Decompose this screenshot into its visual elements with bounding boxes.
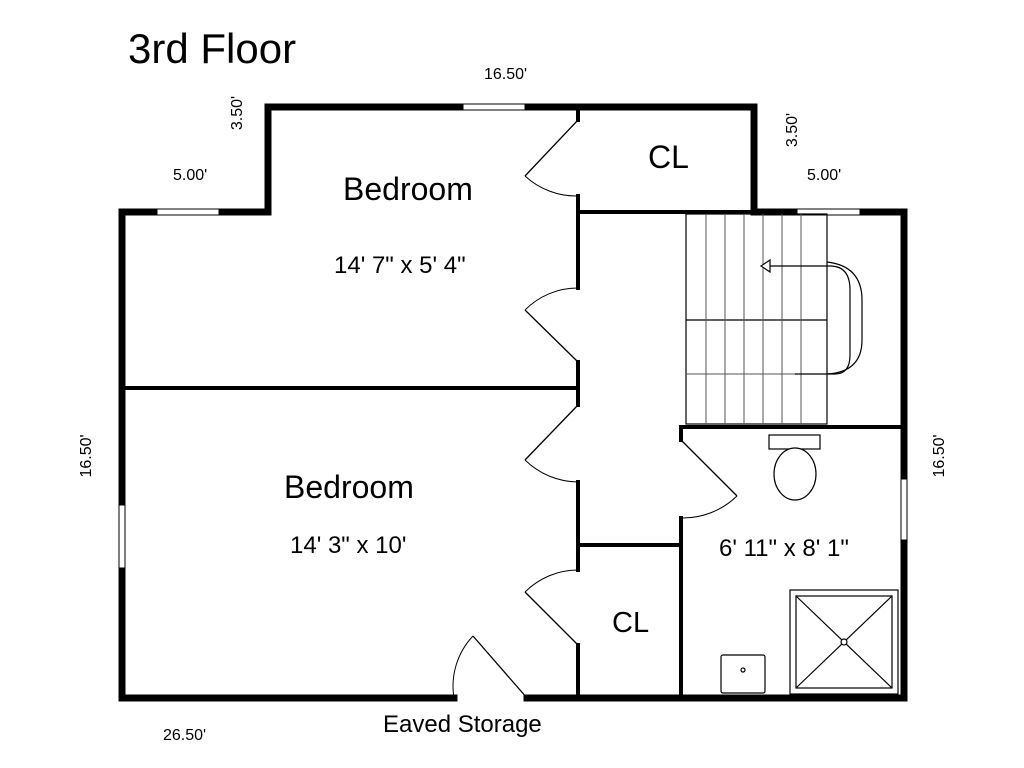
eaved-storage-label: Eaved Storage	[383, 711, 542, 738]
bathroom-fixtures	[720, 434, 899, 695]
door-eaved-storage	[452, 635, 528, 699]
closet-lower-label: CL	[612, 607, 649, 639]
window-right-side	[900, 478, 908, 541]
door-bathroom	[680, 439, 738, 519]
window-left-side	[118, 504, 126, 569]
doors	[452, 119, 738, 699]
bedroom-lower-size: 14' 3" x 10'	[290, 532, 406, 559]
dimension-right-ledge: 5.00'	[807, 167, 841, 184]
dimension-right-side: 16.50'	[931, 434, 948, 477]
door-upper-bedroom	[524, 287, 579, 363]
sink-icon	[720, 654, 766, 694]
exterior-walls	[118, 103, 908, 702]
dimension-top-right-step: 3.50'	[784, 113, 801, 147]
bathroom-size: 6' 11" x 8' 1"	[719, 535, 849, 562]
dimension-left-side: 16.50'	[78, 434, 95, 477]
dimension-top-left-step: 3.50'	[229, 96, 246, 130]
toilet-tank-icon	[768, 434, 821, 450]
interior-walls	[120, 105, 906, 700]
bedroom-upper-name: Bedroom	[343, 171, 473, 207]
dimension-top: 16.50'	[484, 66, 527, 83]
staircase	[685, 213, 863, 425]
toilet-bowl-icon	[773, 447, 817, 501]
dimension-bottom: 26.50'	[163, 727, 206, 744]
window-top	[462, 103, 526, 111]
bedroom-lower-name: Bedroom	[284, 469, 414, 505]
door-lower-bedroom	[524, 404, 579, 483]
window-right-ledge	[796, 208, 861, 216]
stair-direction-arrow-icon	[759, 258, 771, 274]
door-upper-closet	[524, 119, 579, 197]
dimension-left-ledge: 5.00'	[173, 167, 207, 184]
windows	[118, 103, 908, 569]
window-left-ledge	[156, 208, 220, 216]
door-lower-closet	[524, 569, 579, 646]
floor-title: 3rd Floor	[128, 25, 296, 72]
bedroom-upper-size: 14' 7" x 5' 4"	[334, 252, 466, 279]
closet-upper-label: CL	[648, 139, 689, 175]
